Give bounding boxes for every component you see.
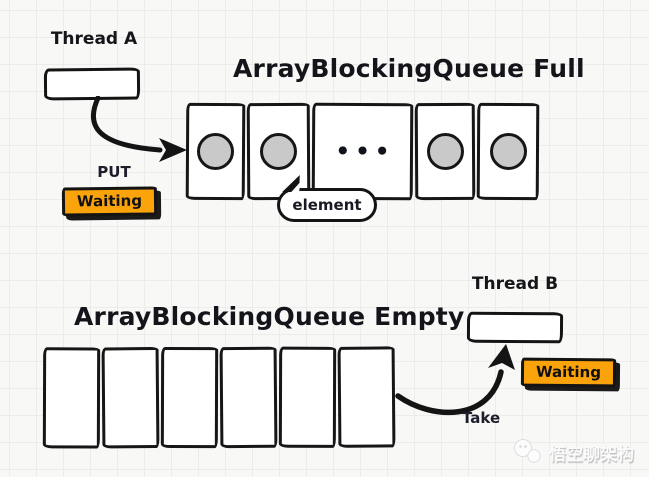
take-arrow-icon	[395, 344, 515, 415]
queue-cell-empty	[278, 346, 337, 448]
queue-cell-filled	[476, 102, 540, 201]
queue-cell-ellipsis: •••	[311, 102, 414, 201]
element-circle	[259, 132, 298, 171]
thread-a-label: Thread A	[50, 29, 138, 49]
element-circle	[426, 132, 464, 171]
ellipsis-dots: •••	[335, 138, 395, 165]
watermark: 悟空聊架构	[512, 436, 634, 468]
queue-empty-title: ArrayBlockingQueue Empty	[74, 302, 465, 331]
element-callout: element	[277, 188, 377, 222]
queue-cell-empty	[101, 346, 160, 449]
element-callout-label: element	[292, 196, 362, 214]
queue-cell-filled	[414, 102, 476, 201]
queue-cell-empty	[337, 346, 396, 448]
element-circle	[196, 132, 235, 171]
queue-full: •••	[185, 102, 541, 201]
thread-b-box	[466, 311, 564, 344]
queue-full-title: ArrayBlockingQueue Full	[233, 54, 585, 83]
element-circle	[489, 132, 527, 171]
wukong-logo-icon	[514, 439, 541, 463]
queue-cell-empty	[42, 347, 101, 449]
thread-b-label: Thread B	[471, 274, 559, 294]
queue-cell-filled	[185, 102, 246, 201]
take-action-label: Take	[462, 409, 501, 427]
thread-b-waiting-badge: Waiting	[520, 357, 617, 388]
put-arrow-icon	[90, 96, 187, 162]
watermark-text: 悟空聊架构	[549, 444, 634, 465]
queue-cell-empty	[160, 346, 219, 449]
thread-a-waiting-badge: Waiting	[61, 186, 158, 217]
put-action-label: PUT	[97, 163, 131, 181]
queue-cell-empty	[219, 346, 278, 449]
queue-empty	[42, 346, 396, 449]
